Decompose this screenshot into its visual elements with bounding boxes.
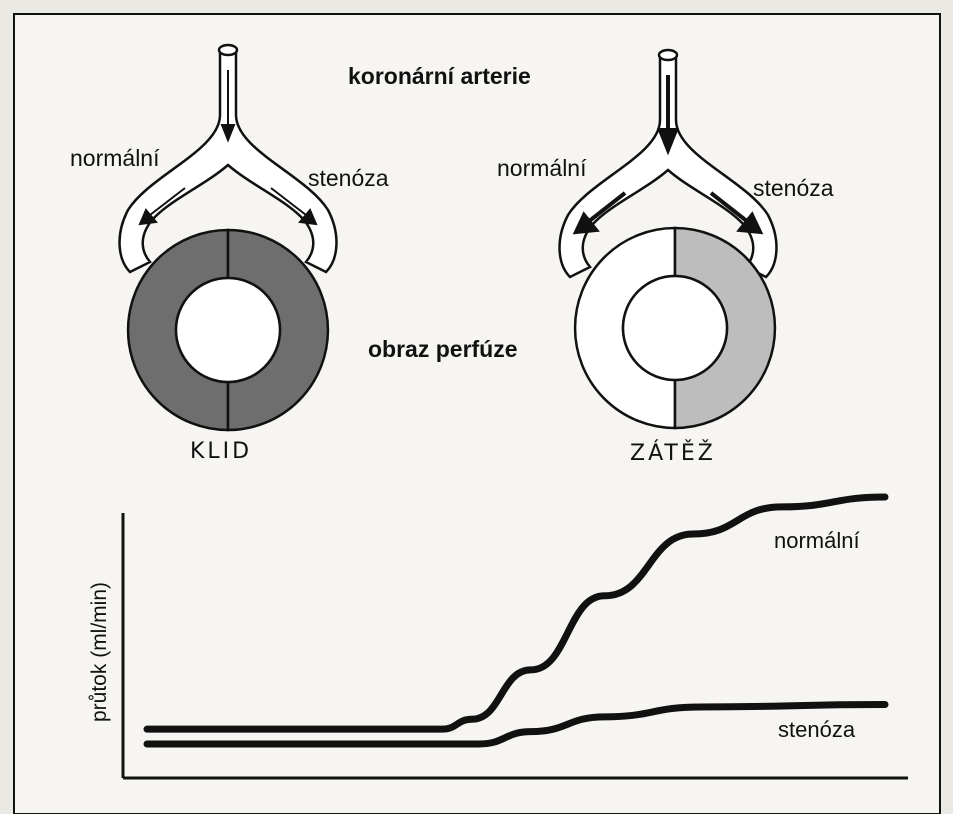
series-label-normal: normální: [774, 528, 860, 553]
series-label-stenosis: stenóza: [778, 717, 856, 742]
rest-caption: KLID: [190, 439, 252, 464]
stress-artery-opening: [659, 50, 677, 60]
figure-frame: [14, 14, 940, 814]
y-axis-label: průtok (ml/min): [88, 582, 111, 722]
rest-ring-lumen: [176, 278, 280, 382]
rest-stenosis-branch-label: stenóza: [308, 165, 389, 191]
perfusion-image-label: obraz perfúze: [368, 336, 518, 362]
stress-ring-lumen: [623, 276, 727, 380]
stress-normal-branch-label: normální: [497, 155, 587, 181]
stress-stenosis-branch-label: stenóza: [753, 175, 834, 201]
rest-artery-opening: [219, 45, 237, 55]
stress-caption: ZÁTĚŽ: [630, 440, 716, 466]
rest-normal-branch-label: normální: [70, 145, 160, 171]
stress-perfusion-ring: [575, 228, 775, 428]
coronary-artery-label: koronární arterie: [348, 63, 531, 89]
rest-perfusion-ring: [128, 230, 328, 430]
